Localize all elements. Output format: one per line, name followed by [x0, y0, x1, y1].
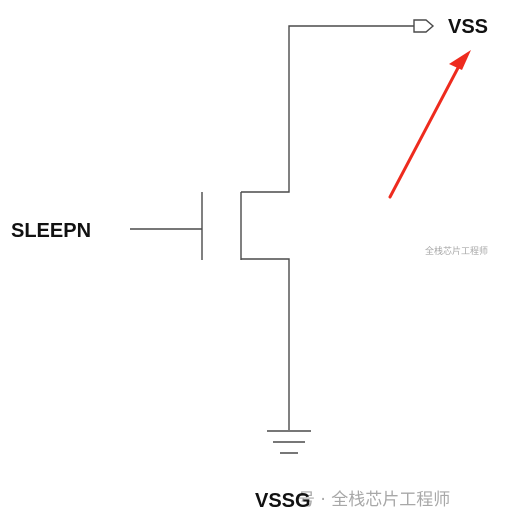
- gate-input: [130, 192, 203, 260]
- output-pin-icon: [413, 19, 435, 33]
- watermark-small-text: 全栈芯片工程师: [425, 245, 488, 257]
- source-wire: [241, 258, 290, 430]
- vss-label: VSS: [448, 16, 488, 38]
- watermark-text: 号 · 全栈芯片工程师: [298, 490, 450, 510]
- red-arrow-icon: [388, 50, 471, 199]
- source-net: [241, 258, 311, 454]
- gate-label: SLEEPN: [11, 220, 91, 242]
- red-arrow-shaft: [388, 64, 461, 199]
- vssg-label: VSSG: [255, 490, 311, 512]
- ground-icon: [267, 430, 311, 454]
- drain-wire: [241, 25, 414, 193]
- red-arrow-head: [449, 50, 471, 70]
- drain-net: [241, 19, 435, 193]
